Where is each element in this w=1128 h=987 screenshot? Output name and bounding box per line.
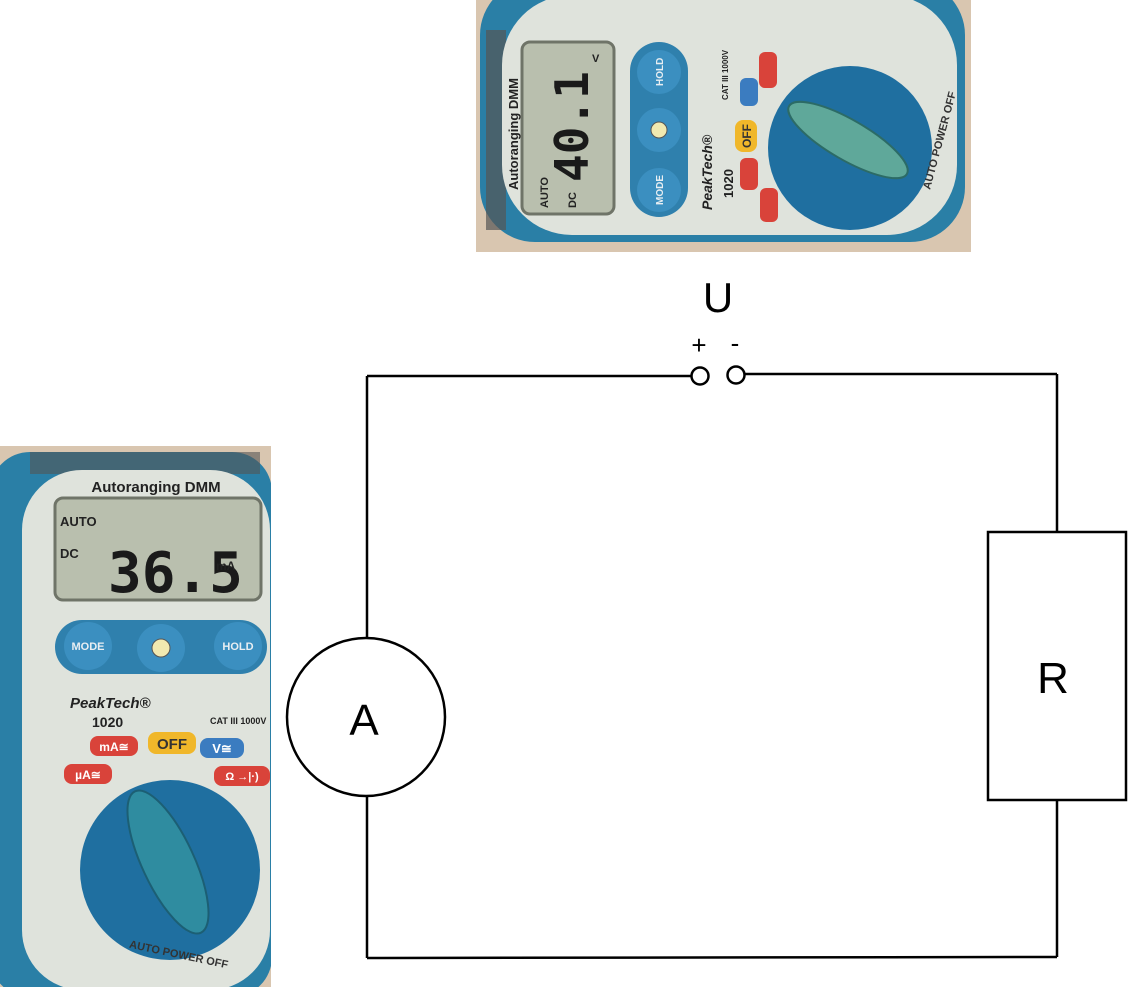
voltmeter-dial-knob: [787, 100, 909, 180]
ammeter-ma: mA≅: [99, 740, 128, 754]
ammeter-reading: 36.5: [108, 541, 243, 606]
ammeter-hold-label: HOLD: [222, 641, 253, 653]
voltmeter-title: Autoranging DMM: [506, 78, 521, 190]
voltmeter-auto: AUTO: [539, 177, 551, 208]
ammeter-label: A: [349, 696, 379, 745]
ammeter-title: Autoranging DMM: [91, 479, 220, 496]
source-label: U: [703, 274, 733, 321]
terminal-minus: [726, 365, 746, 385]
voltmeter-photo: Autoranging DMM 40.1 V AUTO DC HOLD MODE…: [476, 0, 971, 252]
voltmeter-hold-button: [637, 50, 681, 94]
ammeter-unit: mA: [216, 559, 236, 573]
voltmeter-mode-label: MODE: [655, 175, 666, 205]
voltmeter-brand: PeakTech®: [699, 134, 715, 210]
bulb-icon: [650, 121, 668, 139]
ammeter-brand: PeakTech®: [70, 695, 151, 712]
ammeter-v: V≅: [212, 741, 232, 756]
ammeter-dc: DC: [60, 546, 79, 561]
voltmeter-reading: 40.1: [545, 71, 599, 182]
wire-bottom: [366, 955, 1058, 960]
voltmeter-hold-label: HOLD: [655, 58, 666, 86]
ammeter-cat: CAT III 1000V: [210, 716, 266, 726]
ammeter-mode-label: MODE: [72, 641, 105, 653]
terminal-plus: [690, 366, 710, 386]
voltmeter-cat: CAT III 1000V: [721, 49, 730, 100]
ammeter-ua: µA≅: [75, 768, 101, 782]
voltmeter-mode-button: [637, 168, 681, 212]
ammeter-off: OFF: [157, 736, 187, 753]
circuit: [285, 365, 1128, 960]
ammeter-hold-button: [214, 622, 262, 670]
voltmeter-unit: V: [592, 53, 600, 65]
voltmeter-off: OFF: [740, 124, 754, 148]
minus-label: -: [731, 328, 740, 358]
plus-label: +: [691, 330, 706, 360]
ammeter-auto: AUTO: [60, 514, 97, 529]
resistor-label: R: [1037, 654, 1069, 703]
voltmeter-lcd: [520, 40, 616, 216]
bulb-icon: [151, 638, 171, 658]
ammeter-lcd: [53, 496, 263, 602]
ammeter-mode-button: [64, 622, 112, 670]
voltmeter-model: 1020: [721, 169, 736, 198]
voltmeter-dc: DC: [567, 192, 579, 208]
ammeter-photo: Autoranging DMM AUTO DC 36.5 mA MODE HOL…: [0, 446, 271, 987]
ammeter-ohm: Ω →|·): [225, 771, 259, 783]
ammeter-model: 1020: [92, 714, 123, 730]
ammeter-dial-knob: [126, 789, 210, 935]
